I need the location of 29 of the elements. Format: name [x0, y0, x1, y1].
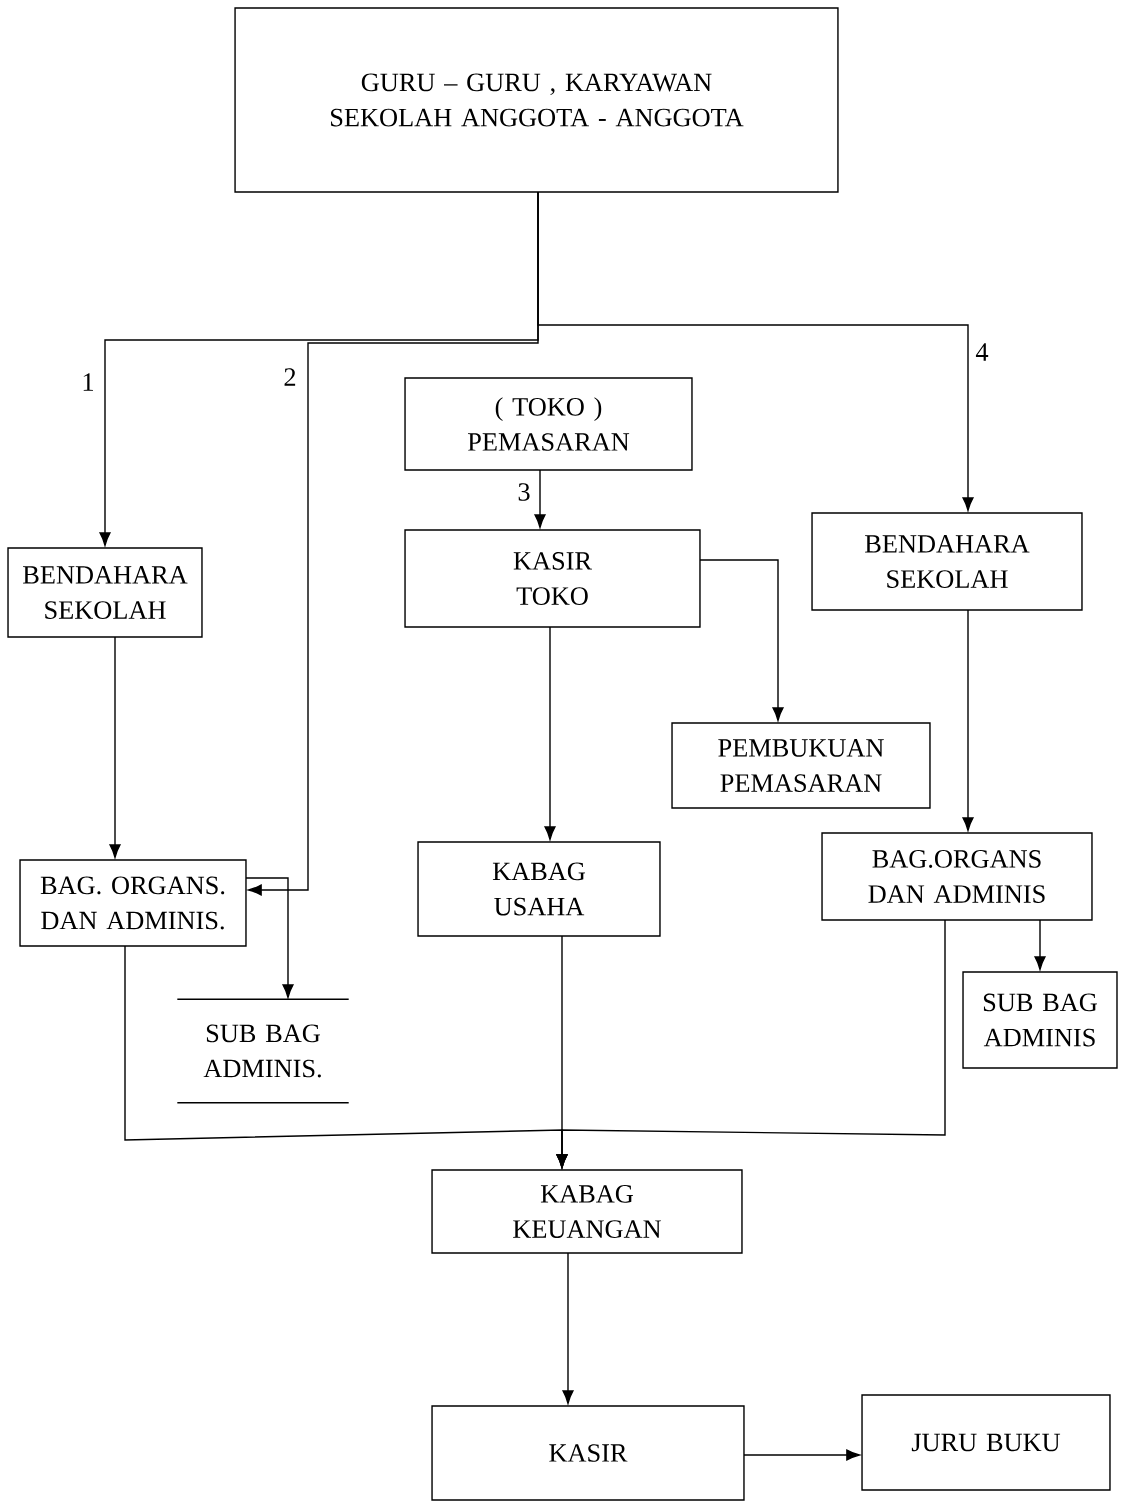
arrow	[562, 1252, 574, 1404]
arrow	[537, 191, 974, 511]
process-box: BENDAHARA SEKOLAH	[7, 547, 203, 638]
edge-label: 2	[281, 366, 299, 388]
arrow	[534, 469, 546, 528]
process-box: KABAG KEUANGAN	[431, 1169, 743, 1254]
process-box: KASIR	[431, 1405, 745, 1501]
process-box: ( TOKO ) PEMASARAN	[404, 377, 693, 471]
arrow	[245, 877, 294, 998]
process-box: KASIR TOKO	[404, 529, 701, 628]
arrow	[544, 626, 556, 840]
process-box: GURU – GURU , KARYAWAN SEKOLAH ANGGOTA - ANGGOTA	[234, 7, 839, 193]
arrow	[962, 609, 974, 831]
edge-label: 4	[973, 341, 991, 363]
arrow	[743, 1449, 860, 1461]
process-box: BAG.ORGANS DAN ADMINIS	[821, 832, 1093, 921]
open-box: SUB BAG ADMINIS.	[176, 998, 350, 1104]
arrow	[699, 559, 784, 721]
process-box: PEMBUKUAN PEMASARAN	[671, 722, 931, 809]
process-box: BENDAHARA SEKOLAH	[811, 512, 1083, 611]
process-box: KABAG USAHA	[417, 841, 661, 937]
edge-label: 1	[79, 371, 97, 393]
arrow	[1034, 919, 1046, 970]
arrow	[109, 636, 121, 858]
edge-label: 3	[515, 481, 533, 503]
process-box: JURU BUKU	[861, 1394, 1111, 1491]
arrow	[556, 919, 946, 1168]
process-box: SUB BAG ADMINIS	[962, 971, 1118, 1069]
process-box: BAG. ORGANS. DAN ADMINIS.	[19, 859, 247, 947]
